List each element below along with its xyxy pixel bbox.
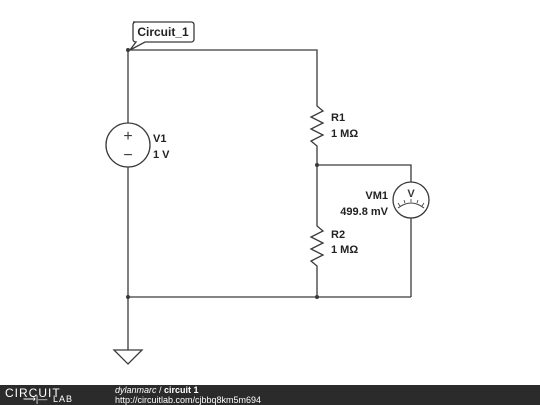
r1-name-label: R1: [331, 112, 345, 124]
junction-dot: [126, 48, 130, 52]
circuit-schematic: + − V1 1 V R1 1 MΩ R2 1 MΩ V VM1 499.8 m…: [105, 21, 430, 365]
voltmeter-vm1[interactable]: V: [392, 181, 430, 219]
circuitlab-logo[interactable]: CIRCUIT ⟶|— LAB: [5, 385, 100, 405]
wire-meter-top: [317, 164, 412, 182]
voltmeter-symbol: V: [407, 188, 415, 200]
resistor-r1: [309, 100, 325, 165]
ground-symbol: [112, 349, 144, 365]
net-tag-label: Circuit_1: [137, 25, 189, 39]
vm1-name-label: VM1: [365, 190, 388, 202]
net-tag-circuit-1[interactable]: Circuit_1: [129, 21, 195, 51]
r1-value-label: 1 MΩ: [331, 128, 358, 140]
resistor-r2: [309, 220, 325, 297]
v1-value-label: 1 V: [153, 149, 170, 161]
vm1-value-label: 499.8 mV: [340, 206, 388, 218]
logo-word-bottom: LAB: [53, 394, 74, 404]
footer-username-link[interactable]: dylanmarc: [115, 385, 157, 395]
logo-diode-icon: ⟶|—: [23, 394, 48, 404]
junction-dot: [126, 295, 130, 299]
footer-circuit-title[interactable]: circuit 1: [164, 385, 199, 395]
footer-url-link[interactable]: http://circuitlab.com/cjbbq8km5m694: [115, 395, 262, 405]
footer-info: dylanmarc / circuit 1 http://circuitlab.…: [115, 385, 261, 405]
v1-name-label: V1: [153, 133, 166, 145]
footer-separator: /: [156, 385, 165, 395]
source-minus-sign: −: [123, 147, 132, 164]
junction-dot: [315, 163, 319, 167]
junction-dot: [315, 295, 319, 299]
source-plus-sign: +: [123, 128, 132, 145]
r2-value-label: 1 MΩ: [331, 244, 358, 256]
voltage-source-v1[interactable]: + −: [105, 122, 151, 168]
logo-word-top: CIRCUIT: [5, 386, 61, 400]
wire-top: [128, 49, 318, 100]
footer-bar: CIRCUIT ⟶|— LAB dylanmarc / circuit 1 ht…: [0, 385, 540, 405]
r2-name-label: R2: [331, 229, 345, 241]
